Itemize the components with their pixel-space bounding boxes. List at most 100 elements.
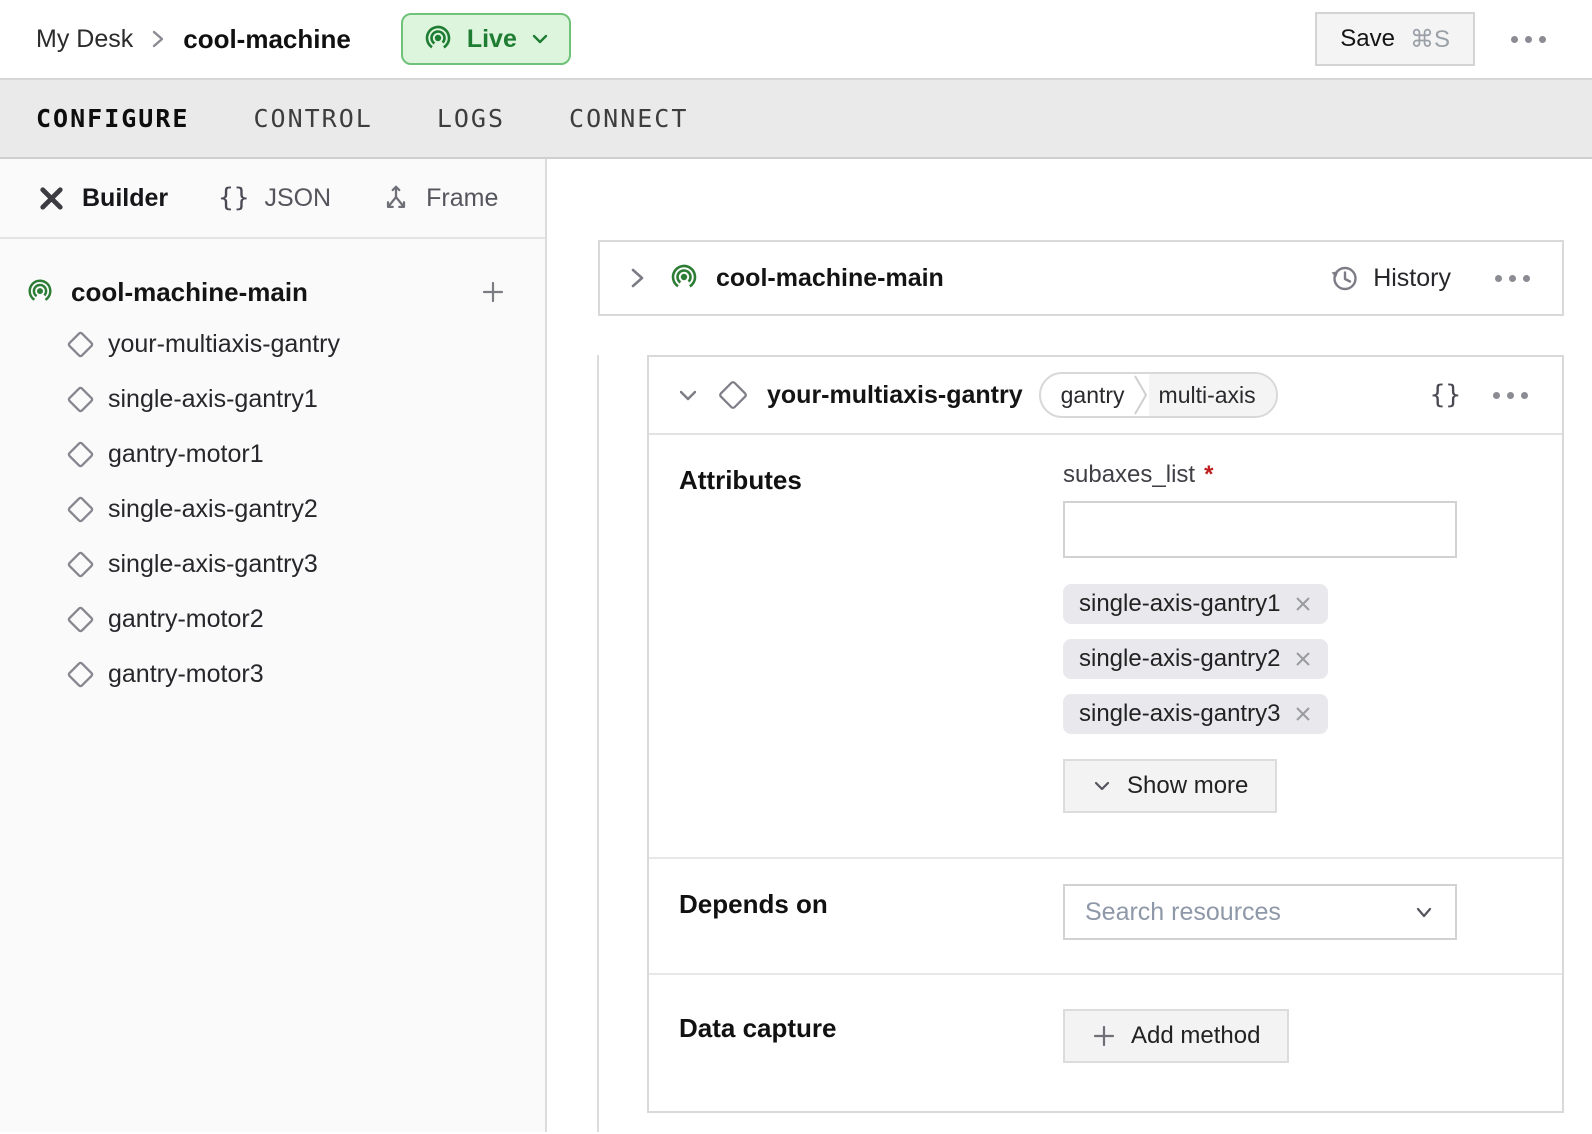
plus-icon <box>482 281 504 303</box>
tree-item-label: single-axis-gantry3 <box>108 550 318 578</box>
tree-item-label: gantry-motor1 <box>108 440 264 468</box>
depends-on-section: Depends on Search resources <box>649 859 1562 975</box>
component-card-header: your-multiaxis-gantry gantry multi-axis … <box>649 357 1562 435</box>
subaxis-chip: single-axis-gantry1 <box>1063 584 1329 624</box>
mode-tab-frame-label: Frame <box>426 183 499 212</box>
chevron-down-icon <box>1416 907 1432 918</box>
data-capture-heading: Data capture <box>679 1013 837 1043</box>
save-button-label: Save <box>1340 25 1395 52</box>
chevron-down-icon <box>532 34 548 44</box>
live-status-badge[interactable]: Live <box>400 13 571 65</box>
show-more-label: Show more <box>1127 772 1249 799</box>
plus-icon <box>1093 1025 1115 1047</box>
mode-tab-builder-label: Builder <box>82 183 169 212</box>
tree-item-component[interactable]: single-axis-gantry2 <box>0 482 545 537</box>
tree-item-label: single-axis-gantry2 <box>108 495 318 523</box>
tab-connect[interactable]: CONNECT <box>569 104 689 133</box>
save-button[interactable]: Save ⌘S <box>1315 12 1475 66</box>
subaxis-chip: single-axis-gantry3 <box>1063 694 1329 734</box>
component-menu-icon[interactable] <box>1487 386 1534 405</box>
breadcrumb-chevron-icon <box>149 27 167 51</box>
attributes-section: Attributes subaxes_list* single-axis-gan… <box>649 435 1562 859</box>
badge-model-multi-axis: multi-axis <box>1148 374 1276 416</box>
data-capture-section: Data capture Add method <box>649 975 1562 1115</box>
component-type-badge: gantry multi-axis <box>1038 372 1278 418</box>
header-overflow-menu-icon[interactable] <box>1505 30 1552 49</box>
tree-item-component[interactable]: gantry-motor2 <box>0 592 545 647</box>
tab-configure[interactable]: CONFIGURE <box>36 104 190 133</box>
tree-item-component[interactable]: gantry-motor3 <box>0 647 545 702</box>
tree-connector-line <box>597 355 599 1132</box>
history-button[interactable]: History <box>1328 262 1451 294</box>
component-diamond-icon <box>67 331 94 358</box>
component-diamond-icon <box>67 606 94 633</box>
machine-part-menu-icon[interactable] <box>1489 269 1536 288</box>
remove-chip-icon[interactable] <box>1294 595 1312 613</box>
remove-chip-icon[interactable] <box>1294 705 1312 723</box>
edit-json-icon[interactable]: {} <box>1429 380 1461 410</box>
component-diamond-icon <box>719 381 747 409</box>
primary-nav-tabbar: CONFIGURE CONTROL LOGS CONNECT <box>0 80 1592 159</box>
tree-root-label: cool-machine-main <box>71 276 308 307</box>
machine-part-title: cool-machine-main <box>716 263 944 292</box>
machine-part-card: cool-machine-main History <box>598 240 1564 316</box>
live-status-label: Live <box>466 24 517 53</box>
tree-item-label: single-axis-gantry1 <box>108 385 318 413</box>
required-marker: * <box>1204 461 1214 488</box>
component-diamond-icon <box>67 496 94 523</box>
tree-item-component[interactable]: your-multiaxis-gantry <box>0 317 545 372</box>
tools-icon <box>40 186 63 210</box>
subaxis-chip: single-axis-gantry2 <box>1063 639 1329 679</box>
broadcast-icon <box>425 25 451 51</box>
top-header: My Desk cool-machine Live Save ⌘S <box>0 0 1592 80</box>
chevron-down-icon <box>1094 781 1110 791</box>
tree-item-component[interactable]: single-axis-gantry1 <box>0 372 545 427</box>
tree-item-component[interactable]: single-axis-gantry3 <box>0 537 545 592</box>
tab-control[interactable]: CONTROL <box>253 104 373 133</box>
depends-on-select[interactable]: Search resources <box>1063 884 1457 940</box>
remove-chip-icon[interactable] <box>1294 650 1312 668</box>
badge-type-gantry: gantry <box>1060 381 1125 408</box>
tree-item-label: your-multiaxis-gantry <box>108 330 341 358</box>
save-shortcut-hint: ⌘S <box>1409 25 1450 53</box>
breadcrumb-root[interactable]: My Desk <box>36 24 134 53</box>
tree-item-component[interactable]: gantry-motor1 <box>0 427 545 482</box>
mode-tab-builder[interactable]: Builder <box>36 183 168 214</box>
chip-label: single-axis-gantry1 <box>1079 590 1281 617</box>
tree-item-label: gantry-motor2 <box>108 605 264 633</box>
config-sidebar: Builder {} JSON Frame <box>0 159 547 1132</box>
badge-divider-chevron <box>1133 375 1147 415</box>
chip-label: single-axis-gantry2 <box>1079 645 1281 672</box>
history-label: History <box>1373 263 1451 292</box>
tree-root-machine-part[interactable]: cool-machine-main <box>0 267 545 317</box>
mode-tab-frame[interactable]: Frame <box>381 183 498 213</box>
mode-tab-json-label: JSON <box>264 183 332 212</box>
tab-logs[interactable]: LOGS <box>436 104 506 133</box>
component-card: your-multiaxis-gantry gantry multi-axis … <box>647 355 1564 1113</box>
component-diamond-icon <box>67 551 94 578</box>
subaxes-list-label: subaxes_list* <box>1063 461 1214 488</box>
depends-on-heading: Depends on <box>679 889 828 919</box>
component-diamond-icon <box>67 661 94 688</box>
breadcrumb-machine-name: cool-machine <box>183 23 351 54</box>
depends-on-placeholder: Search resources <box>1085 897 1281 926</box>
machine-part-broadcast-icon <box>28 279 52 303</box>
component-diamond-icon <box>67 441 94 468</box>
attributes-heading: Attributes <box>679 465 802 495</box>
collapse-chevron-down-icon[interactable] <box>677 384 699 406</box>
machine-part-broadcast-icon <box>671 264 697 290</box>
add-method-label: Add method <box>1131 1022 1261 1049</box>
expand-chevron-right-icon[interactable] <box>626 265 648 291</box>
show-more-button[interactable]: Show more <box>1063 759 1278 813</box>
component-diamond-icon <box>67 386 94 413</box>
braces-icon: {} <box>218 183 250 213</box>
frame-axes-icon <box>387 185 406 209</box>
add-method-button[interactable]: Add method <box>1063 1009 1290 1063</box>
add-resource-button[interactable] <box>479 278 507 306</box>
subaxes-list-input[interactable] <box>1063 501 1457 558</box>
tree-item-label: gantry-motor3 <box>108 660 264 688</box>
component-title: your-multiaxis-gantry <box>767 380 1023 409</box>
sidebar-mode-tabs: Builder {} JSON Frame <box>0 159 545 239</box>
mode-tab-json[interactable]: {} JSON <box>218 183 331 213</box>
